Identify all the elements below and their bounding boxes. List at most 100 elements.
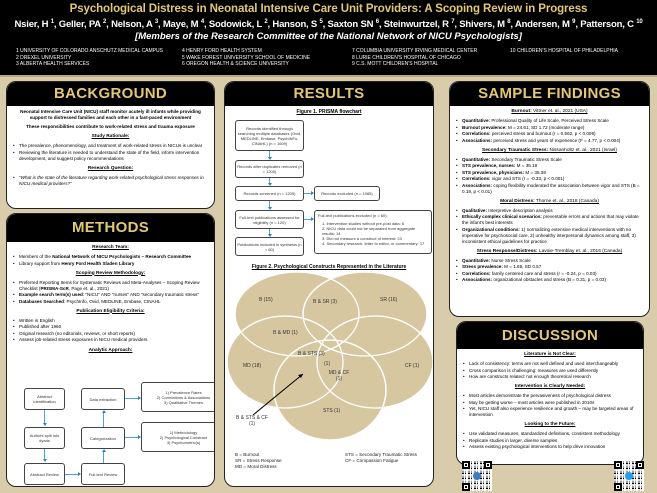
finding-list: Quantitative: Secondary Traumatic Stress…: [455, 157, 644, 195]
affiliation-number: 2: [103, 19, 107, 25]
text: : PsychInfo, Ovid, MEDLINE, Embase, CINA…: [63, 298, 161, 304]
arrow-line: [269, 151, 270, 158]
arrow-down-icon: [42, 423, 47, 426]
arrow-line: [269, 178, 270, 184]
qr-code-left[interactable]: [462, 461, 492, 491]
author: Geller, PA 2: [58, 19, 107, 31]
list-item: Correlations: family centered care and s…: [455, 271, 644, 277]
list-item: Example search term(s) used: "NICU" AND …: [12, 292, 209, 298]
arrow-right-icon: [311, 191, 314, 195]
text-bold: Organizational conditions:: [462, 226, 520, 232]
text: M = 35.38: [524, 169, 546, 175]
venn-pointer-line: [252, 373, 304, 416]
text-bold: Correlations:: [462, 131, 491, 136]
author-list: Nsier, H 1, Geller, PA 2, Nelson, A 3, M…: [14, 19, 643, 31]
background-intro: Neonatal Intensive Care Unit (NICU) staf…: [20, 109, 201, 120]
logo-icon: [473, 472, 481, 480]
team-list: Members of the National Network of NICU …: [12, 254, 209, 267]
methods-heading: METHODS: [7, 214, 214, 242]
figure2-title: Figure 2. Psychological Constructs Repre…: [251, 264, 407, 270]
poster-board: BACKGROUND Neonatal Intensive Care Unit …: [0, 75, 657, 493]
affiliation-column-2: 4 HENRY FORD HEALTH SYSTEM 5 WAKE FOREST…: [182, 48, 310, 68]
output-item: 2) Correlations & Associations: [156, 394, 211, 400]
flow-box-full-text-review: Full-text Review: [81, 463, 125, 485]
qr-finder: [636, 461, 644, 469]
arrow-head-icon: [298, 374, 303, 378]
arrow-down-icon: [267, 234, 272, 237]
qr-code-right[interactable]: [614, 461, 644, 491]
finding-list: Qualitative: Interpretive description an…: [455, 208, 644, 245]
list-item: Organizational conditions: 1) normalizin…: [455, 227, 644, 245]
list-item: Associations: perceived stress and years…: [455, 138, 644, 144]
legend-right: STS = Secondary Traumatic Stress CF = Co…: [345, 452, 417, 464]
legend-item: MD = Moral Distress: [235, 464, 277, 469]
arrow-down-icon: [267, 183, 272, 186]
text-bold: Databases Searched: [19, 298, 64, 304]
flow-box-outputs-mid: 1) Methodology 2) Psychological Construc…: [141, 422, 214, 452]
list-item: Burnout prevalence: M = 24.61; SD 1.72 (…: [455, 125, 644, 131]
venn-label-b-sts-cf: B & STS & CF (1): [236, 415, 268, 427]
arrow-up-icon: [101, 410, 106, 413]
findings-panel: SAMPLE FINDINGS Burnout: Vittner et. al.…: [449, 81, 650, 317]
list-item: Reviewing the literature is needed to un…: [12, 150, 209, 162]
arrow-down-icon: [267, 157, 272, 160]
affiliation-number: 3: [154, 19, 158, 25]
arrow-line: [269, 201, 270, 208]
list-item: Most articles demonstrate the pervasiven…: [462, 393, 638, 399]
list-item: Assess existing psychological interventi…: [462, 444, 638, 450]
affiliation: 10 CHILDREN'S HOSPITAL OF PHILADELPHIA: [510, 48, 618, 54]
text-bold: Associations:: [462, 137, 493, 143]
text: preventable errors and actions that may …: [462, 214, 639, 225]
affiliation: 2 DREXEL UNIVERSITY: [16, 54, 72, 61]
legend-item: STS = Secondary Traumatic Stress: [345, 452, 417, 457]
arrow-up-icon: [101, 449, 106, 452]
output-item: 3) Qualitative Themes: [163, 399, 204, 405]
exclusion-reason: 3. Did not measure a construct of intere…: [322, 236, 402, 241]
text: perceived stress and burnout (r = 0.562,…: [490, 131, 596, 136]
list-item: Stress prevalence: M = 1.65, SD 0.57: [455, 264, 644, 270]
twitter-bird-icon: [625, 472, 633, 480]
text: coping flexibility moderated the associa…: [462, 182, 640, 194]
output-item: 1) Methodology: [169, 429, 198, 435]
arrow-down-icon: [267, 207, 272, 210]
text-bold: Qualitative:: [462, 207, 488, 213]
list-item: Yet, NICU staff also experience resilien…: [462, 406, 638, 418]
flow-box-authors-split: Authors split into dyads: [24, 427, 65, 449]
text-bold: Stress prevalence:: [462, 264, 503, 269]
list-item: Published after 1960: [12, 324, 209, 330]
arrow-right-icon: [78, 472, 81, 476]
text: Nurse Stress Scale: [490, 257, 531, 263]
citation: Nissanholtz et. al., 2021 (Israel): [548, 147, 617, 153]
text-bold: Associations:: [462, 182, 493, 188]
affiliation: 9 C.S. MOTT CHILDREN'S HOSPITAL: [352, 61, 439, 67]
prisma-fulltext-excluded: Full-text publications excluded (n = 60)…: [314, 210, 432, 254]
list-item: Qualitative: Interpretive description an…: [455, 208, 644, 214]
findings-body: Burnout: Vittner et. al., 2021 (USA)Quan…: [450, 106, 649, 287]
arrow-right-icon: [311, 217, 314, 221]
poster-title: Psychological Distress in Neonatal Inten…: [69, 3, 588, 15]
author: Steinwurtzel, R 7: [383, 19, 455, 31]
list-item: The prevalence, phenomenology, and treat…: [12, 143, 209, 149]
list-item: STS prevalence, physicians: M = 35.38: [455, 170, 644, 176]
affiliation-number: 9: [572, 19, 576, 25]
list-item: Written in English: [12, 318, 209, 324]
arrow-right-icon: [138, 435, 141, 439]
findings-heading: SAMPLE FINDINGS: [450, 82, 649, 106]
results-panel: RESULTS Figure 1. PRISMA flowchart Recor…: [224, 81, 434, 487]
text-bold: Correlations:: [462, 176, 491, 181]
list-item: Use validated measures, standardized def…: [462, 431, 638, 437]
team-heading: Research Team:: [92, 245, 129, 250]
poster-header: Psychological Distress in Neonatal Inten…: [0, 0, 657, 75]
arrow-line: [44, 449, 45, 460]
text: 1) normalizing extensive medical interve…: [462, 226, 636, 244]
discussion-list: Lack of consistency: terms are not well …: [462, 361, 638, 380]
affiliations: 1 UNIVERSITY OF COLORADO ANSCHUTZ MEDICA…: [0, 48, 657, 74]
text-bold: Example search term(s) used: [19, 292, 83, 297]
question-heading: Research Question:: [87, 165, 134, 171]
qr-finder: [614, 483, 622, 491]
list-item: Library support from Henry Ford Health S…: [12, 261, 209, 267]
analytic-flow-diagram: Abstract Identification Authors split in…: [7, 214, 214, 486]
citation: Lavoie-Tremblay et. al., 2016 (Canada): [537, 248, 623, 254]
exclusion-reason: 1. Intervention studies without pre-post…: [322, 221, 405, 226]
list-item: Correlations: vigor and STS (r = -0.33, …: [455, 176, 644, 182]
